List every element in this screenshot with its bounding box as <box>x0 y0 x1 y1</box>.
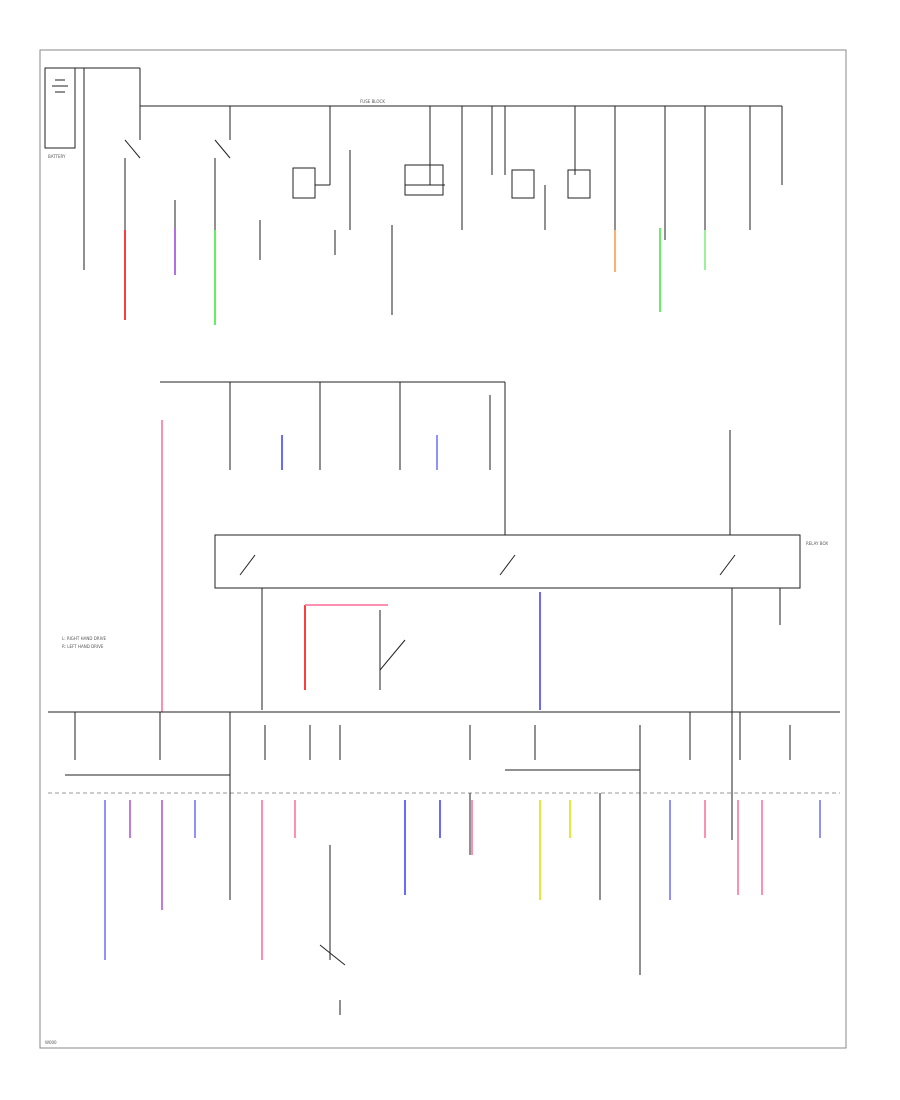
footer-id: W000 <box>45 1040 57 1045</box>
fuse-block-label: FUSE BLOCK <box>360 99 385 104</box>
relay-box-label: RELAY BOX <box>806 541 828 546</box>
ignition-relay-box <box>214 534 801 589</box>
lhd-note: L: RIGHT HAND DRIVE <box>62 636 106 641</box>
lower-fuse-drops <box>65 712 791 1015</box>
middle-fuse-drops <box>229 382 506 535</box>
diagram-border <box>39 49 847 1049</box>
battery-symbol <box>44 67 76 149</box>
rhd-note: R: LEFT HAND DRIVE <box>62 644 104 649</box>
battery-label: BATTERY <box>48 154 66 159</box>
relay-contacts <box>239 430 736 576</box>
top-fuse-drops <box>124 106 783 315</box>
relay-outputs <box>261 588 781 840</box>
